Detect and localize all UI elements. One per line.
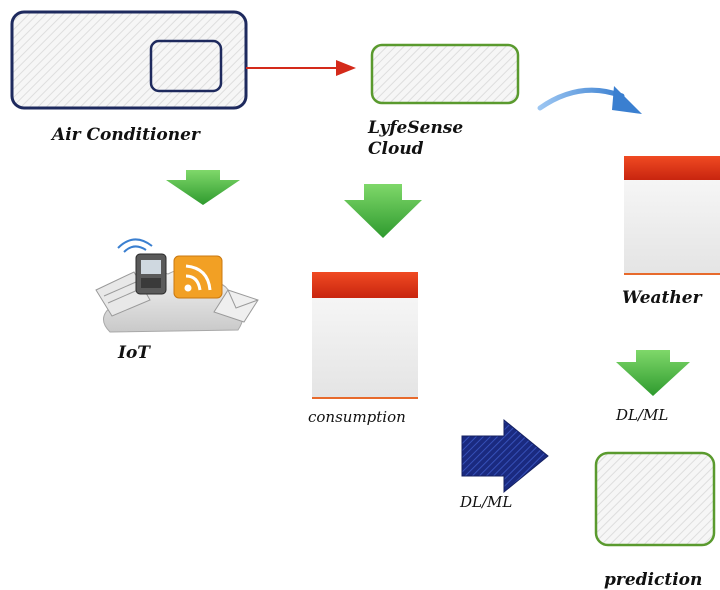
red-arrow-icon [246,60,356,76]
cloud-label-line1: LyfeSense [368,118,464,138]
navy-right-arrow-icon [461,418,549,494]
cloud-box-icon [370,43,520,105]
document-icon [624,156,720,275]
lyfesense-cloud-label: LyfeSense Cloud [368,118,463,160]
weather-label: Weather [622,288,702,308]
document-icon [312,272,418,399]
air-conditioner-label: Air Conditioner [52,125,200,145]
cloud-label-line2: Cloud [368,139,424,159]
air-conditioner-box-icon [10,10,248,110]
green-down-arrow-icon [616,350,690,396]
prediction-label: prediction [604,570,703,590]
green-down-arrow-icon [166,170,240,205]
iot-label: IoT [118,343,150,363]
dlml-label-left: DL/ML [460,493,513,511]
curved-arrow-icon [537,86,642,114]
consumption-label: consumption [308,408,406,426]
dlml-label-right: DL/ML [616,406,669,424]
iot-devices-cloud-icon [95,238,259,333]
prediction-box-icon [594,451,716,547]
green-down-arrow-icon [344,184,422,238]
